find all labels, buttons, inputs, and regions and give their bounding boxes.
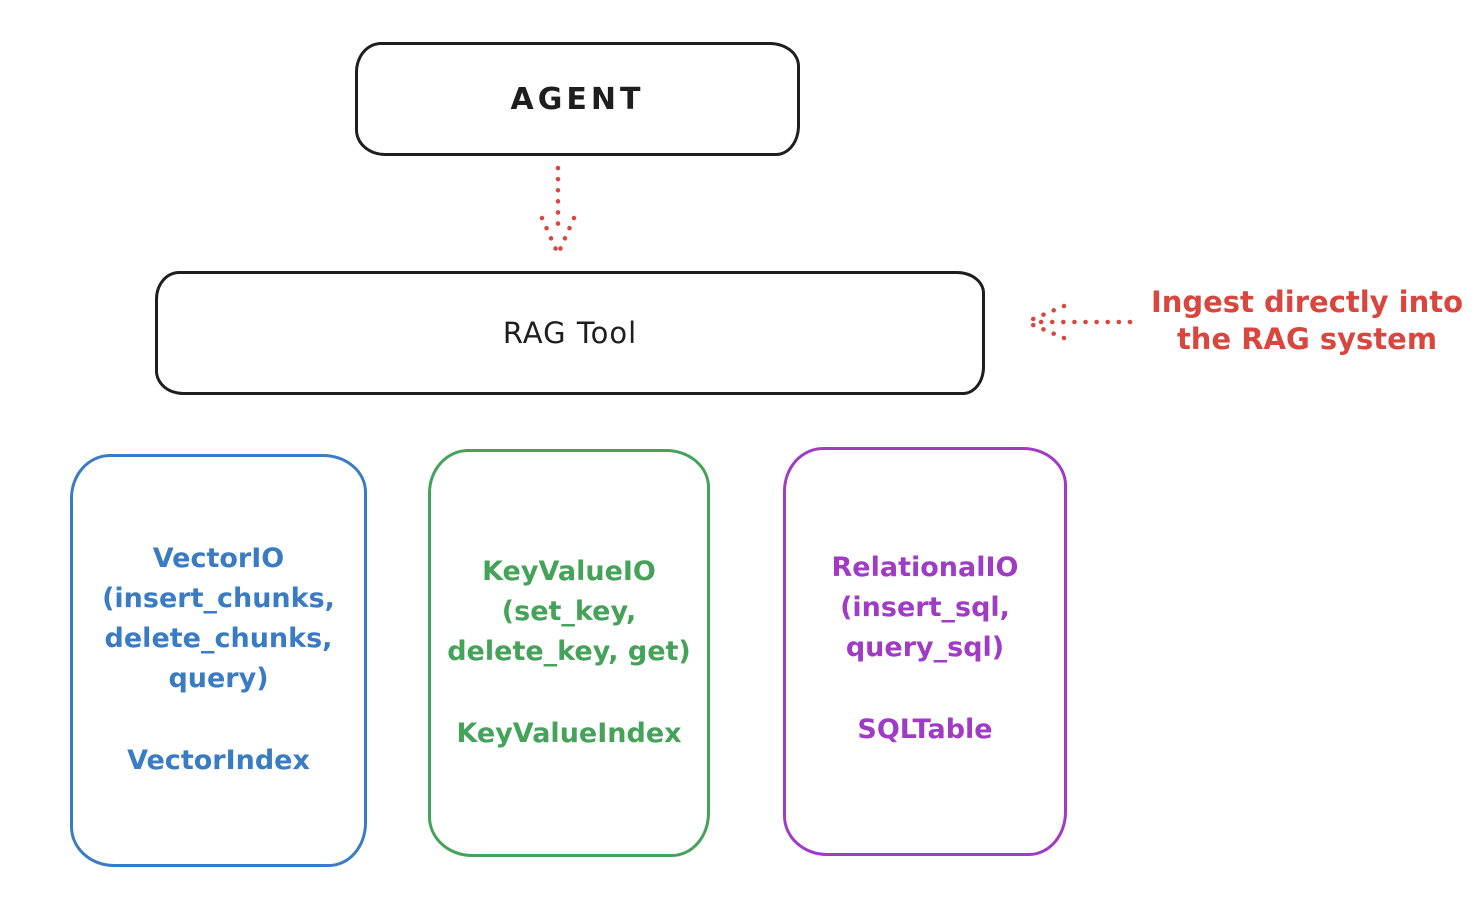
ingest-annotation-line1: Ingest directly into [1150, 285, 1464, 319]
vector-index-label: VectorIndex [127, 745, 310, 776]
relational-io-label: RelationalIO (insert_sql, query_sql) [831, 552, 1019, 663]
ingest-annotation: Ingest directly into the RAG system [1130, 284, 1484, 358]
keyvalue-index-label: KeyValueIndex [456, 718, 682, 749]
agent-node: AGENT [355, 42, 800, 156]
arrow-agent-to-rag-tool-icon [539, 165, 577, 257]
sql-table-label: SQLTable [857, 714, 993, 745]
relational-io-node: RelationalIO (insert_sql, query_sql) SQL… [783, 447, 1067, 856]
agent-label: AGENT [510, 81, 645, 117]
rag-tool-label: RAG Tool [502, 316, 638, 350]
vector-io-node: VectorIO (insert_chunks, delete_chunks, … [70, 454, 367, 867]
ingest-annotation-line2: the RAG system [1176, 322, 1438, 356]
arrow-ingest-into-rag-icon [1023, 303, 1133, 341]
rag-tool-node: RAG Tool [155, 271, 985, 395]
keyvalue-io-label: KeyValueIO (set_key, delete_key, get) [447, 556, 691, 667]
vector-io-label: VectorIO (insert_chunks, delete_chunks, … [102, 543, 335, 694]
keyvalue-io-node: KeyValueIO (set_key, delete_key, get) Ke… [428, 449, 710, 857]
